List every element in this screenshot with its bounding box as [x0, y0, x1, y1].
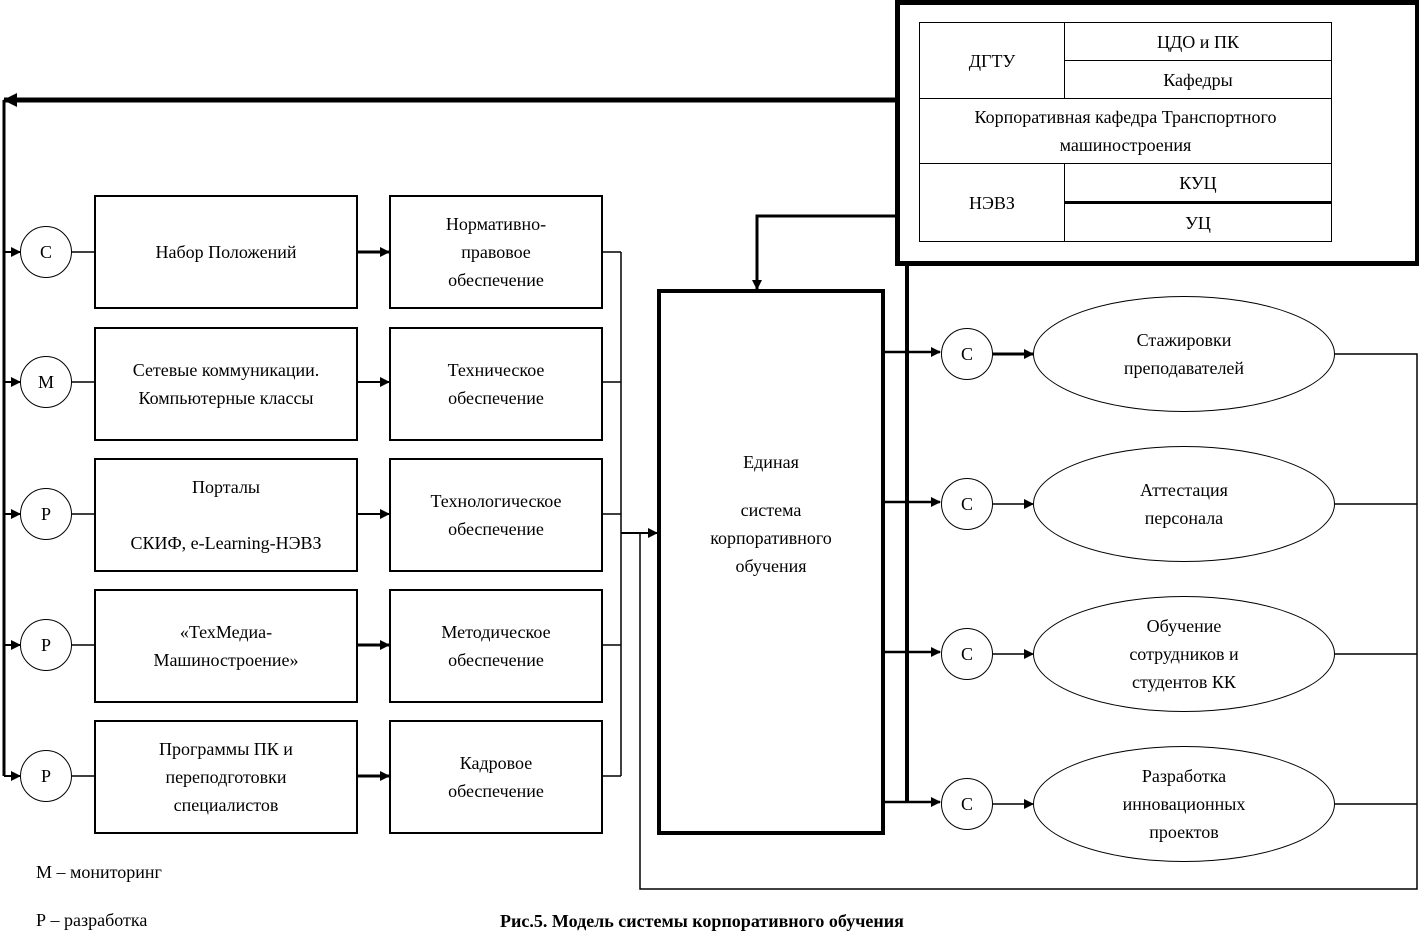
org-dgtu-unit: Кафедры [1064, 60, 1332, 99]
central-system-title: Единая [743, 452, 799, 472]
legend-item-development: Р – разработка [36, 910, 148, 930]
input-marker: Р [20, 750, 72, 802]
input-source-box: Программы ПК и переподготовки специалист… [94, 720, 358, 834]
org-nevz: НЭВЗ [919, 163, 1065, 242]
input-marker: М [20, 356, 72, 408]
output-ellipse: Аттестация персонала [1033, 446, 1335, 562]
input-support-box: Нормативно- правовое обеспечение [389, 195, 603, 309]
input-marker: Р [20, 488, 72, 540]
org-dgtu: ДГТУ [919, 22, 1065, 99]
org-to-central-arrow [752, 214, 897, 290]
output-ellipse: Разработка инновационных проектов [1033, 746, 1335, 862]
input-support-box: Технологическое обеспечение [389, 458, 603, 572]
org-nevz-unit: УЦ [1064, 202, 1332, 242]
output-marker: С [941, 628, 993, 680]
figure-caption: Рис.5. Модель системы корпоративного обу… [500, 911, 904, 931]
input-source-box: Набор Положений [94, 195, 358, 309]
org-dgtu-unit: ЦДО и ПК [1064, 22, 1332, 61]
input-source-box: Сетевые коммуникации. Компьютерные класс… [94, 327, 358, 441]
org-nevz-unit: КУЦ [1064, 163, 1332, 204]
organizations-table: ДГТУ ЦДО и ПК Кафедры Корпоративная кафе… [919, 22, 1332, 242]
bottom-feedback-line [639, 353, 1418, 890]
input-support-box: Кадровое обеспечение [389, 720, 603, 834]
input-source-box: Порталы СКИФ, e-Learning-НЭВЗ [94, 458, 358, 572]
input-support-box: Техническое обеспечение [389, 327, 603, 441]
output-ellipse: Обучение сотрудников и студентов КК [1033, 596, 1335, 712]
output-marker: С [941, 778, 993, 830]
output-ellipse: Стажировки преподавателей [1033, 296, 1335, 412]
input-support-box: Методическое обеспечение [389, 589, 603, 703]
output-marker: С [941, 478, 993, 530]
org-corporate-department: Корпоративная кафедра Транспортного маши… [919, 98, 1332, 164]
output-marker: С [941, 328, 993, 380]
input-marker: Р [20, 619, 72, 671]
central-system-subtitle: система корпоративного обучения [710, 500, 832, 576]
input-marker: С [20, 226, 72, 278]
central-system-box: Единая система корпоративного обучения [657, 289, 885, 835]
legend-item-monitoring: М – мониторинг [36, 862, 162, 882]
input-source-box: «ТехМедиа- Машиностроение» [94, 589, 358, 703]
organizations-block: ДГТУ ЦДО и ПК Кафедры Корпоративная кафе… [895, 0, 1419, 266]
